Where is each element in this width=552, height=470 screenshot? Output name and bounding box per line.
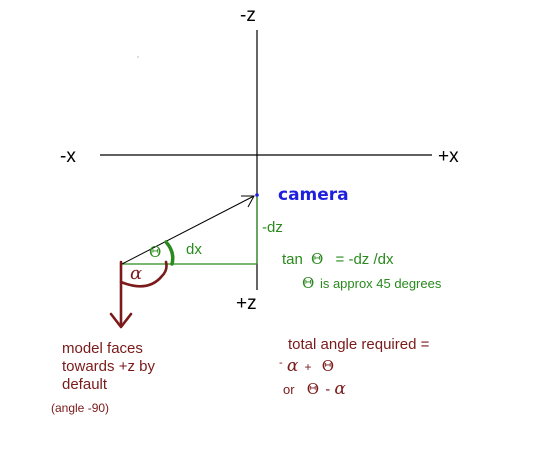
camera-label: camera [278,185,349,205]
camera-direction-line [121,195,255,265]
approx-theta: Θ [302,274,315,292]
theta-symbol: Θ [149,243,162,261]
dx-label: dx [186,241,202,258]
pos-x-axis-label: +x [438,146,459,167]
total-line-2-or: or [283,382,295,397]
total-line-1-plus: + [304,360,312,374]
tan-formula: tan Θ = -dz /dx [282,250,394,268]
model-note-line-3: default [62,376,108,393]
total-line-1-alpha: α [286,356,299,376]
total-line-1-theta: Θ [321,357,334,375]
model-note-line-2: towards +z by [62,358,155,375]
total-line-1: - α + Θ [279,358,334,375]
pos-z-axis-label: +z [236,293,257,314]
model-facing-arrowhead [109,312,133,329]
alpha-symbol: α [130,263,143,284]
total-line-2-theta: Θ [306,380,320,398]
dz-label: -dz [262,219,283,236]
tan-theta: Θ [311,250,324,268]
total-line-1-minus: - [279,357,283,369]
model-note-line-1: model faces [62,340,143,357]
approx-text: is approx 45 degrees [319,276,442,291]
neg-x-axis-label: -x [60,146,76,167]
camera-point [255,193,259,197]
tan-word: tan [282,251,303,268]
total-line-2-minus: - [325,381,331,398]
angle-note: (angle -90) [51,401,110,415]
approx-note: Θ is approx 45 degrees [302,276,441,291]
neg-z-axis-label: -z [240,5,256,26]
camera-direction-arrowhead [241,195,255,208]
tan-rhs: = -dz /dx [335,251,394,268]
alpha-arc [119,260,168,288]
total-line-2-alpha: α [334,379,346,399]
total-heading: total angle required = [288,336,430,353]
total-line-2: or Θ - α [283,381,346,398]
stray-dot [137,56,139,58]
theta-arc [164,240,175,266]
